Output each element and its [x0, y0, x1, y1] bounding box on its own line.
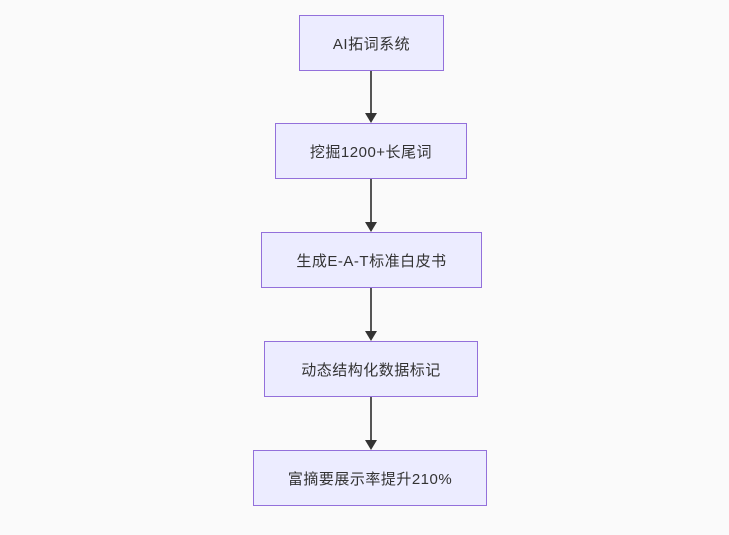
edge-line [370, 288, 372, 331]
flowchart-node-ai-word-expansion-system: AI拓词系统 [299, 15, 444, 71]
arrowhead-down-icon [365, 113, 377, 123]
flowchart-node-rich-snippet-rate-increase: 富摘要展示率提升210% [253, 450, 487, 506]
edge-n3-n4 [365, 288, 377, 341]
flowchart-node-generate-eat-whitepaper: 生成E-A-T标准白皮书 [261, 232, 482, 288]
node-label: 生成E-A-T标准白皮书 [296, 252, 447, 270]
arrowhead-down-icon [365, 331, 377, 341]
node-label: 挖掘1200+长尾词 [309, 143, 433, 161]
edge-line [370, 71, 372, 113]
edge-line [370, 179, 372, 222]
node-label: 富摘要展示率提升210% [287, 470, 453, 488]
arrowhead-down-icon [365, 440, 377, 450]
flowchart-node-dynamic-structured-data-markup: 动态结构化数据标记 [264, 341, 478, 397]
edge-n4-n5 [365, 397, 377, 450]
edge-n1-n2 [365, 71, 377, 123]
arrowhead-down-icon [365, 222, 377, 232]
flowchart-node-mine-longtail-keywords: 挖掘1200+长尾词 [275, 123, 467, 179]
edge-n2-n3 [365, 179, 377, 232]
node-label: 动态结构化数据标记 [301, 361, 441, 379]
node-label: AI拓词系统 [332, 35, 411, 53]
edge-line [370, 397, 372, 440]
